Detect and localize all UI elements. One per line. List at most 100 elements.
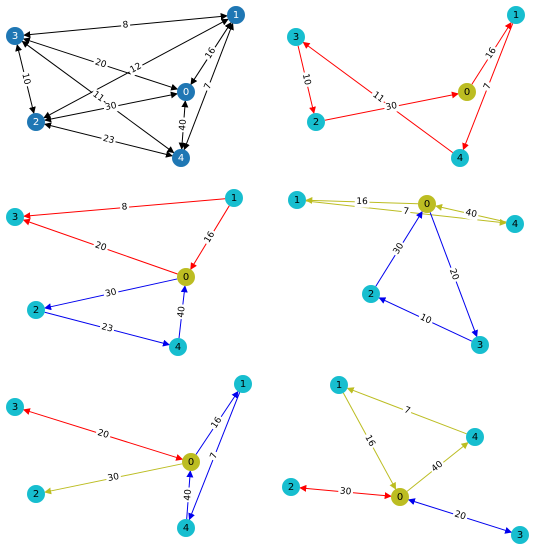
node-1: 1 bbox=[225, 189, 243, 207]
node-2: 2 bbox=[27, 301, 45, 319]
node-1: 1 bbox=[234, 375, 252, 393]
edge-weight-text: 7 bbox=[203, 82, 214, 91]
node-label: 1 bbox=[513, 10, 519, 21]
node-circle bbox=[287, 28, 305, 46]
edge-weight-3-2: 10 bbox=[298, 71, 314, 89]
edge-weight-2-1: 12 bbox=[127, 60, 145, 77]
edge-weight-background bbox=[207, 449, 222, 463]
node-label: 0 bbox=[464, 87, 470, 98]
edge-weight-text: 40 bbox=[178, 119, 189, 131]
node-2: 2 bbox=[27, 485, 45, 503]
node-layer: 1 4 20 3 bbox=[282, 376, 529, 544]
node-label: 1 bbox=[233, 10, 239, 21]
node-3: 3 bbox=[471, 336, 489, 354]
node-circle bbox=[6, 398, 24, 416]
edge-weight-2-4: 23 bbox=[98, 321, 116, 336]
node-label: 3 bbox=[517, 530, 523, 541]
node-4: 4 bbox=[177, 519, 195, 537]
node-1: 1 bbox=[330, 376, 348, 394]
node-label: 3 bbox=[12, 31, 18, 42]
edge-weight-background bbox=[91, 239, 110, 255]
node-0: 0 bbox=[177, 83, 195, 101]
edge-weight-background bbox=[91, 56, 110, 72]
edge-weight-background bbox=[201, 80, 216, 93]
node-2: 2 bbox=[362, 285, 380, 303]
edge-weight-3-0: 20 bbox=[94, 427, 112, 442]
edge-weight-2-0: 30 bbox=[337, 485, 354, 499]
edge-weight-text: 30 bbox=[385, 101, 398, 113]
node-2: 2 bbox=[27, 113, 45, 131]
edge-weight-3-1: 8 bbox=[120, 19, 131, 32]
node-2: 2 bbox=[282, 478, 300, 496]
node-3: 3 bbox=[511, 526, 529, 544]
node-label: 4 bbox=[183, 523, 189, 534]
edge-weight-2-0: 30 bbox=[383, 100, 400, 114]
node-circle bbox=[506, 215, 524, 233]
node-label: 2 bbox=[368, 289, 374, 300]
edge-weight-4-3: 11 bbox=[368, 88, 388, 107]
node-circle bbox=[6, 27, 24, 45]
node-circle bbox=[330, 376, 348, 394]
edge-weight-text: 7 bbox=[482, 82, 493, 91]
edge-weight-background bbox=[127, 60, 145, 77]
edge-weight-4-1: 7 bbox=[201, 80, 216, 93]
edge-weight-background bbox=[361, 432, 378, 451]
node-label: 0 bbox=[183, 87, 189, 98]
node-label: 1 bbox=[294, 195, 300, 206]
edge-weight-text: 16 bbox=[362, 434, 376, 449]
node-label: 1 bbox=[336, 380, 342, 391]
edge-weight-text: 12 bbox=[129, 61, 144, 75]
node-circle bbox=[225, 189, 243, 207]
edge-weight-text: 30 bbox=[339, 486, 352, 497]
edge-weight-3-2: 10 bbox=[18, 70, 33, 88]
node-label: 1 bbox=[240, 379, 246, 390]
node-circle bbox=[6, 208, 24, 226]
edge-layer bbox=[22, 198, 230, 347]
node-label: 2 bbox=[33, 489, 39, 500]
node-3: 3 bbox=[6, 27, 24, 45]
node-circle bbox=[307, 113, 325, 131]
node-1: 1 bbox=[288, 191, 306, 209]
edge-weight-0-1: 16 bbox=[354, 196, 370, 208]
node-4: 4 bbox=[169, 338, 187, 356]
edge-weight-1-4: 7 bbox=[481, 80, 495, 93]
node-2: 2 bbox=[307, 113, 325, 131]
node-circle bbox=[418, 195, 436, 213]
node-circle bbox=[362, 285, 380, 303]
node-label: 3 bbox=[12, 212, 18, 223]
edge-weight-background bbox=[445, 265, 462, 284]
node-0: 0 bbox=[458, 83, 476, 101]
edge-weight-background bbox=[119, 201, 130, 214]
edge-layer bbox=[15, 12, 234, 158]
edge-weight-background bbox=[88, 88, 108, 106]
edge-weight-text: 16 bbox=[356, 197, 368, 207]
node-circle bbox=[511, 526, 529, 544]
node-circle bbox=[27, 113, 45, 131]
edge-weight-text: 23 bbox=[102, 134, 116, 146]
edge-weight-text: 20 bbox=[453, 510, 467, 523]
edge-weight-0-2: 30 bbox=[105, 471, 122, 485]
edge-weight-text: 30 bbox=[104, 287, 118, 299]
edge-weight-background bbox=[368, 88, 388, 107]
node-4: 4 bbox=[466, 428, 484, 446]
edge-weight-text: 7 bbox=[209, 451, 220, 460]
edge-weight-4-0: 40 bbox=[177, 117, 190, 133]
node-circle bbox=[177, 83, 195, 101]
node-3: 3 bbox=[6, 208, 24, 226]
edge-weight-background bbox=[177, 117, 190, 133]
edge-weight-background bbox=[354, 196, 370, 208]
node-label: 4 bbox=[472, 432, 478, 443]
edge-weight-text: 40 bbox=[183, 489, 194, 501]
edge-weight-text: 30 bbox=[107, 472, 121, 484]
node-circle bbox=[282, 478, 300, 496]
edge-weight-background bbox=[120, 19, 131, 32]
